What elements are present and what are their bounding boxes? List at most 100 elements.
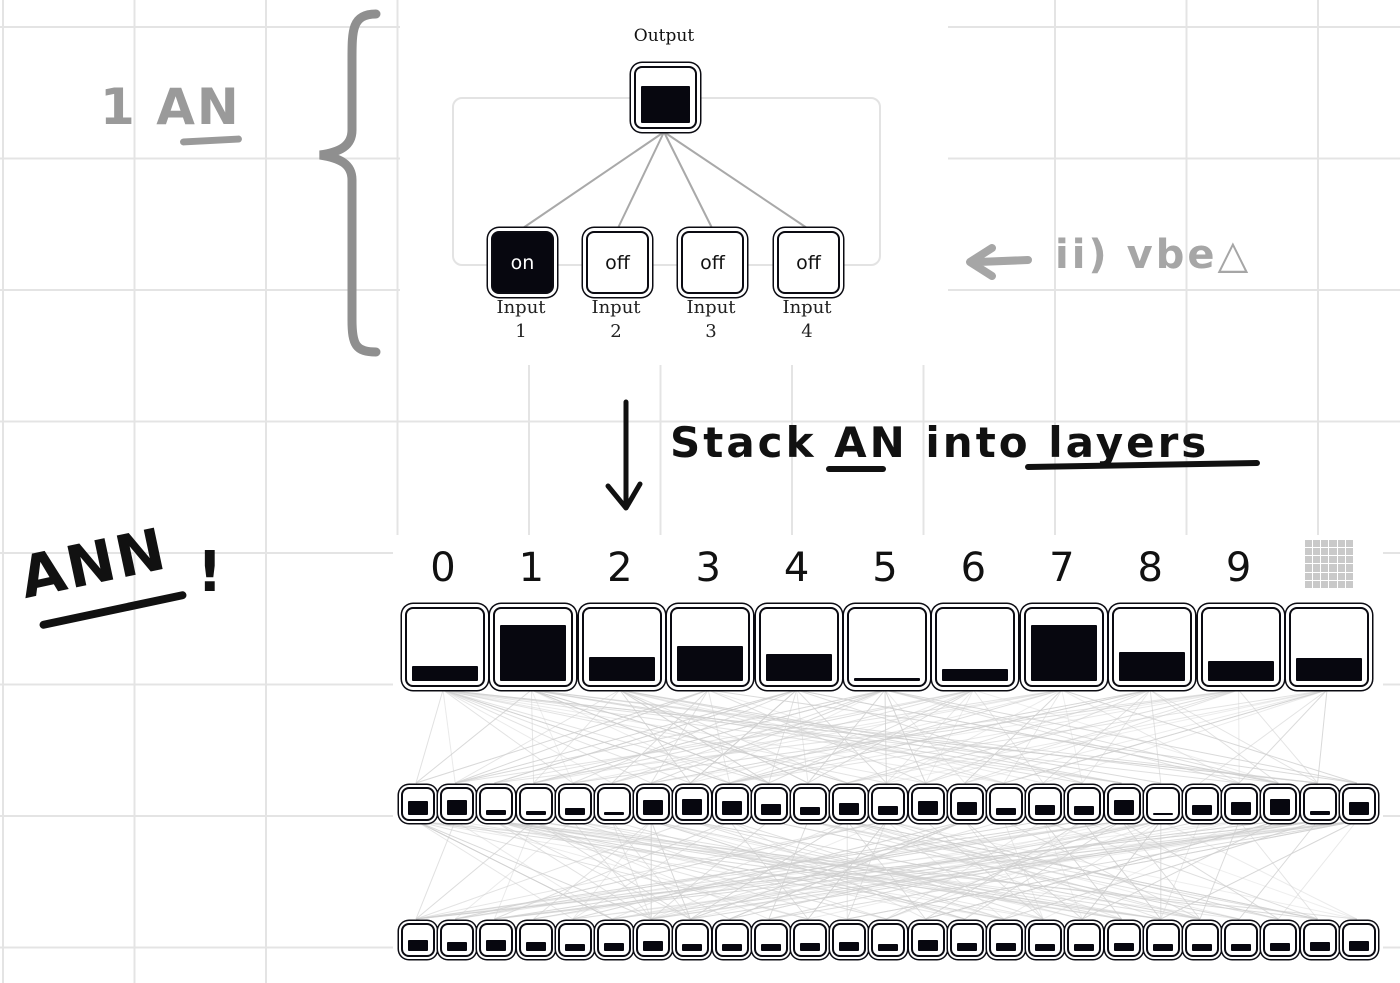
hidden-1-neuron [440,787,475,821]
digit-label: 6 [960,545,987,591]
output-layer-neuron [405,607,485,687]
hidden-1-neuron [1145,787,1180,821]
connection-input-1 [522,131,665,229]
input-toggle-1[interactable]: on [491,231,554,294]
hidden-1-neuron-fill [447,800,468,815]
pixel-grid-cell [1329,564,1337,572]
network-connection [572,820,887,920]
hidden-2-neuron [518,923,553,957]
hidden-1-neuron-fill [996,808,1016,815]
input-toggle-3[interactable]: off [681,231,744,294]
network-connection [884,689,1357,784]
network-connection [1043,820,1318,920]
network-connection [650,689,709,784]
output-neuron-fill [641,86,690,123]
pixel-grid-cell [1329,556,1337,564]
hidden-1-neuron-fill [1348,802,1369,815]
hidden-1-neuron [1302,787,1337,821]
hidden-1-neuron-fill [1035,804,1056,815]
pixel-grid-cell [1337,556,1345,564]
output-layer-neuron [758,607,839,687]
output-layer-neuron [935,607,1016,687]
hidden-2-neuron [832,923,867,957]
network-connection [886,820,1357,920]
network-connection [729,689,1151,784]
connection-input-3 [663,131,713,229]
network-connection [1160,820,1358,920]
network-connection [847,820,1201,920]
output-layer-neuron-fill [588,656,655,681]
network-connection [454,820,613,920]
hidden-1-neuron-fill [408,801,428,815]
network-connection [651,820,887,920]
hidden-1-neuron-fill [486,810,507,815]
network-connection [884,689,887,784]
hidden-1-neuron [832,787,867,821]
network-connection [494,820,1279,920]
hidden-1-neuron [1224,787,1259,821]
network-connection [531,689,848,784]
output-layer-neuron [847,607,927,687]
pixel-grid-cell [1305,548,1313,556]
network-connection [1160,820,1358,920]
network-connection [886,820,1122,920]
network-connection [964,689,1328,784]
hidden-1-neuron [1185,787,1219,821]
pixel-grid-cell [1321,548,1329,556]
hidden-2-neuron [557,923,592,957]
input-toggle-2[interactable]: off [586,231,649,294]
hidden-2-neuron [1341,923,1376,957]
network-connection [415,820,1161,920]
connection-input-2 [617,131,665,229]
network-connection [442,689,613,784]
hidden-2-neuron [401,923,435,957]
network-connection [415,820,574,920]
pixel-grid-cell [1305,540,1313,548]
hidden-2-neuron-fill [1309,942,1330,951]
hidden-2-neuron [1185,923,1219,957]
network-connection [415,820,809,920]
network-connection [707,689,731,784]
network-connection [729,689,1328,784]
input-toggle-4[interactable]: off [777,231,840,294]
pixel-grid-cell [1313,548,1321,556]
hidden-2-neuron [1067,923,1102,957]
network-connection [494,689,974,784]
pixel-grid-cell [1329,572,1337,580]
hidden-2-neuron-fill [1348,941,1369,951]
output-layer-neuron [581,607,662,687]
network-connection [807,820,1318,920]
digit-label: 4 [783,545,810,591]
network-connection [690,820,1005,920]
output-layer-neuron [1023,607,1104,687]
hidden-1-neuron [949,787,984,821]
down-arrow-icon [605,399,643,511]
network-connection [729,689,974,784]
network-connection [708,689,1357,784]
network-connection [847,689,1239,784]
hidden-2-neuron-fill [408,940,428,951]
network-connection [690,689,797,784]
network-connection [1043,689,1328,784]
hidden-1-neuron-fill [564,808,585,815]
hidden-2-neuron-fill [721,943,742,951]
network-connection [442,689,1318,784]
network-connection [1317,689,1328,784]
network-connection [611,689,974,784]
hidden-1-neuron [1341,787,1376,821]
hidden-2-neuron [1028,923,1063,957]
network-connection [1199,689,1328,784]
output-layer-neuron-fill [412,666,478,681]
hidden-1-neuron [714,787,749,821]
digit-label: 7 [1049,545,1075,591]
pixel-grid-cell [1337,580,1345,588]
hidden-2-neuron [479,923,514,957]
network-connection [1003,689,1328,784]
hidden-1-neuron-fill [1309,810,1330,815]
network-connection [530,689,574,784]
output-layer-neuron-fill [765,653,832,681]
network-connection [533,820,1122,920]
output-layer-neuron-fill [1296,657,1362,681]
output-layer-neuron [493,607,574,687]
network-connection [415,820,456,920]
